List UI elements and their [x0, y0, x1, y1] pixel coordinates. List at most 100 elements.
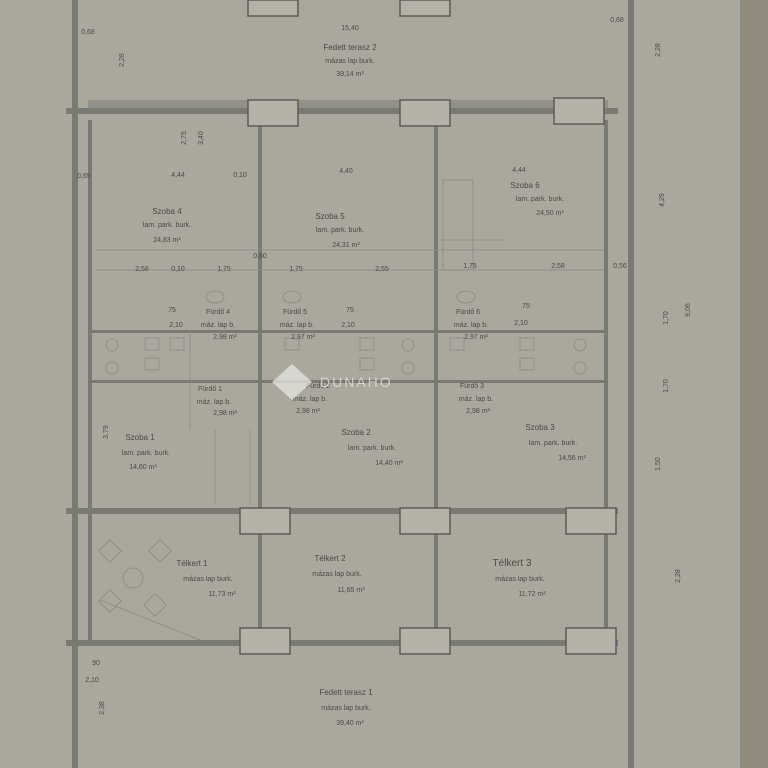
- room-3-name: Szoba 3: [525, 423, 555, 432]
- dim-bottom-90: 90: [92, 660, 100, 667]
- dim-row-175-b: 1,75: [289, 266, 303, 273]
- bath-5-area: 2,97 m²: [291, 334, 315, 341]
- dim-left-228: 2,28: [119, 53, 126, 67]
- dim-bottom-238: 2,38: [99, 701, 106, 715]
- bath-bottom-wall: [88, 380, 608, 383]
- dim-row-010: 0,10: [171, 266, 185, 273]
- dim-left-top: 0,68: [81, 29, 95, 36]
- dim-row-255: 2,55: [375, 266, 389, 273]
- terrace-2-name: Fedett terasz 2: [323, 43, 377, 52]
- bath-2-finish: máz. lap b.: [293, 396, 327, 403]
- room-2-area: 14,40 m²: [375, 460, 403, 467]
- room-4-area: 24,83 m²: [153, 237, 181, 244]
- room-2-finish: lam. park. burk.: [348, 445, 396, 452]
- room-1-name: Szoba 1: [125, 433, 155, 442]
- wintergarden-2-name: Télkert 2: [314, 554, 346, 563]
- room-1-finish: lam. park. burk.: [122, 450, 170, 457]
- dim-top-340: 3,40: [198, 131, 205, 145]
- bath-fixtures: [105, 290, 587, 375]
- watermark-logo-icon: [272, 364, 312, 400]
- upper-bedroom-wall: [66, 108, 618, 114]
- dim-left-065: 0,65: [77, 173, 91, 180]
- bath-1-area: 2,98 m²: [213, 410, 237, 417]
- right-outer-wall: [628, 0, 634, 768]
- dim-bath-210: 2,10: [169, 322, 183, 329]
- dim-row-175-c: 1,75: [463, 263, 477, 270]
- dim-444: 4,44: [171, 172, 185, 179]
- terrace-1-finish: mázas lap burk.: [321, 705, 370, 712]
- terrace-2-area: 39,14 m²: [336, 71, 364, 78]
- bath-4-finish: máz. lap b.: [201, 322, 235, 329]
- upper-facade-wall: [88, 100, 608, 110]
- bath-2-name: Fürdő 2: [306, 383, 330, 390]
- room-3-finish: lam. park. burk.: [529, 440, 577, 447]
- room-2-name: Szoba 2: [341, 428, 371, 437]
- dim-bottom-210: 2,10: [85, 677, 99, 684]
- dim-bath-210-b: 2,10: [341, 322, 355, 329]
- wintergarden-1-area: 11,73 m²: [208, 591, 236, 598]
- bath-1-name: Fürdő 1: [198, 386, 222, 393]
- dim-row-258-b: 2,58: [551, 263, 565, 270]
- wintergarden-3-area: 11,72 m²: [518, 591, 546, 598]
- dim-060: 0,60: [253, 253, 267, 260]
- bath-4-area: 2,98 m²: [213, 334, 237, 341]
- bath-6-area: 2,97 m²: [464, 334, 488, 341]
- dim-right-170: 1,70: [663, 311, 670, 325]
- dim-440: 4,40: [339, 168, 353, 175]
- dim-bath-75-c: 75: [522, 303, 530, 310]
- dim-right-150: 1,50: [655, 457, 662, 471]
- dimension-labels: 0,68 2,28 0,68 2,28 0,65 2,75 3,40 4,44 …: [77, 17, 692, 715]
- wintergarden-2-finish: mázas lap burk.: [312, 571, 361, 578]
- interior-lines: [96, 179, 604, 641]
- room-labels: 15,40 Fedett terasz 2 mázas lap burk. 39…: [122, 25, 587, 727]
- bath-top-wall: [88, 330, 608, 333]
- bath-3-name: Fürdő 3: [460, 383, 484, 390]
- dim-right-170-b: 1,70: [663, 379, 670, 393]
- windows: [239, 0, 617, 655]
- dim-left-379: 3,79: [103, 425, 110, 439]
- dim-010-a: 0,10: [233, 172, 247, 179]
- wintergarden-3-name: Télkert 3: [493, 558, 532, 569]
- bath-5-name: Fürdő 5: [283, 309, 307, 316]
- watermark-text: DUNAHO: [320, 374, 393, 390]
- dim-row-258: 2,58: [135, 266, 149, 273]
- dim-right-056: 0,56: [613, 263, 627, 270]
- terrace-2-width: 15,40: [341, 25, 359, 32]
- dim-right-228-b: 2,28: [675, 569, 682, 583]
- dim-row-175: 1,75: [217, 266, 231, 273]
- wintergarden-1-name: Télkert 1: [176, 559, 208, 568]
- room-5-area: 24,31 m²: [332, 242, 360, 249]
- lower-facade-wall: [66, 640, 618, 646]
- dim-right-906: 9,06: [685, 303, 692, 317]
- room-4-name: Szoba 4: [152, 207, 182, 216]
- wintergarden-3-finish: mázas lap burk.: [495, 576, 544, 583]
- terrace-1-area: 39,40 m²: [336, 720, 364, 727]
- room-5-finish: lam. park. burk.: [316, 227, 364, 234]
- wintergarden-2-area: 11,65 m²: [337, 587, 365, 594]
- dim-bath-210-c: 2,10: [514, 320, 528, 327]
- bath-3-finish: máz. lap b.: [459, 396, 493, 403]
- table-set: [98, 539, 172, 617]
- bath-1-finish: máz. lap b.: [197, 399, 231, 406]
- paper-right-edge: [740, 0, 768, 768]
- bath-6-finish: máz. lap b.: [454, 322, 488, 329]
- room-5-name: Szoba 5: [315, 212, 345, 221]
- room-3-area: 14,56 m²: [558, 455, 586, 462]
- room-6-finish: lam. park. burk.: [516, 196, 564, 203]
- room-6-name: Szoba 6: [510, 181, 540, 190]
- left-outer-wall: [72, 0, 78, 768]
- terrace-2-finish: mázas lap burk.: [325, 58, 374, 65]
- dim-444-b: 4,44: [512, 167, 526, 174]
- dim-right-top: 0,68: [610, 17, 624, 24]
- bath-4-name: Fürdő 4: [206, 309, 230, 316]
- dim-bath-75-b: 75: [346, 307, 354, 314]
- bath-5-finish: máz. lap b.: [280, 322, 314, 329]
- bedroom-wintergarden-wall: [66, 508, 618, 514]
- bath-2-area: 2,98 m²: [296, 408, 320, 415]
- room-6-area: 24,50 m²: [536, 210, 564, 217]
- bath-6-name: Fürdő 6: [456, 309, 480, 316]
- dim-right-429: 4,29: [659, 193, 666, 207]
- terrace-1-name: Fedett terasz 1: [319, 688, 373, 697]
- wintergarden-1-finish: mázas lap burk.: [183, 576, 232, 583]
